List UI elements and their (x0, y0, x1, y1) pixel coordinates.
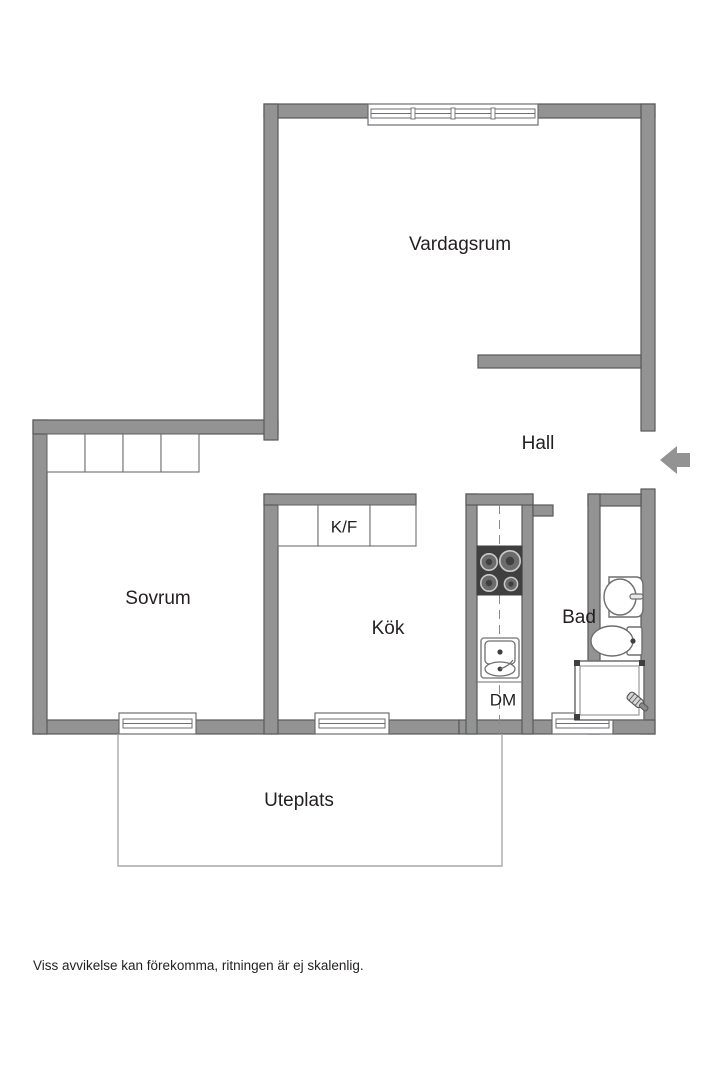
wash-basin-icon (603, 576, 644, 618)
stove-icon (476, 545, 523, 596)
room-label-hall: Hall (522, 433, 555, 454)
wall-kitchen-col-top (465, 493, 534, 506)
window-sovrum-bottom (118, 712, 197, 735)
wall-vardagsrum-hall (477, 354, 642, 369)
wall-left-exterior (32, 419, 48, 735)
wall-sovrum-kok (263, 493, 279, 735)
room-label-sovrum: Sovrum (125, 588, 190, 609)
wardrobe-compartment (122, 433, 162, 473)
wall-kitchen-col-right (521, 493, 534, 735)
fixture-label-kf: K/F (331, 517, 357, 536)
room-label-vardagsrum: Vardagsrum (409, 234, 511, 255)
wall-bottom-5 (612, 719, 656, 735)
wall-kitchen-stub (532, 504, 554, 517)
fixture-label-dm: DM (490, 690, 516, 709)
kf-cabinet (277, 504, 417, 547)
wall-top-right (537, 103, 656, 119)
shower-cabin-icon (574, 660, 649, 721)
room-label-uteplats: Uteplats (264, 790, 334, 811)
kf-compartment-center (317, 504, 371, 547)
wardrobe-sovrum (46, 433, 200, 473)
window-group (118, 103, 614, 735)
window-kok-bottom (314, 712, 390, 735)
window-vardagsrum-top (367, 103, 539, 126)
toilet-icon (590, 625, 643, 657)
wall-top-left (263, 103, 369, 119)
wardrobe-compartment (46, 433, 86, 473)
uteplats-outline (117, 734, 503, 867)
kf-compartment (369, 504, 417, 547)
wall-kitchen-col-left (465, 493, 478, 735)
wall-vardagsrum-left (263, 103, 279, 441)
wardrobe-compartment (84, 433, 124, 473)
wall-bottom-3 (388, 719, 460, 735)
room-label-bad: Bad (562, 607, 596, 628)
wall-bottom-2 (195, 719, 316, 735)
disclaimer-text: Viss avvikelse kan förekomma, ritningen … (33, 958, 364, 973)
wall-right-upper (640, 103, 656, 432)
kitchen-sink-icon (480, 637, 520, 679)
kf-compartment (277, 504, 319, 547)
wardrobe-compartment (160, 433, 200, 473)
wall-kok-top (263, 493, 417, 506)
room-label-kok: Kök (372, 618, 405, 639)
wall-sovrum-top (32, 419, 279, 435)
left-arrow-icon (660, 446, 690, 474)
